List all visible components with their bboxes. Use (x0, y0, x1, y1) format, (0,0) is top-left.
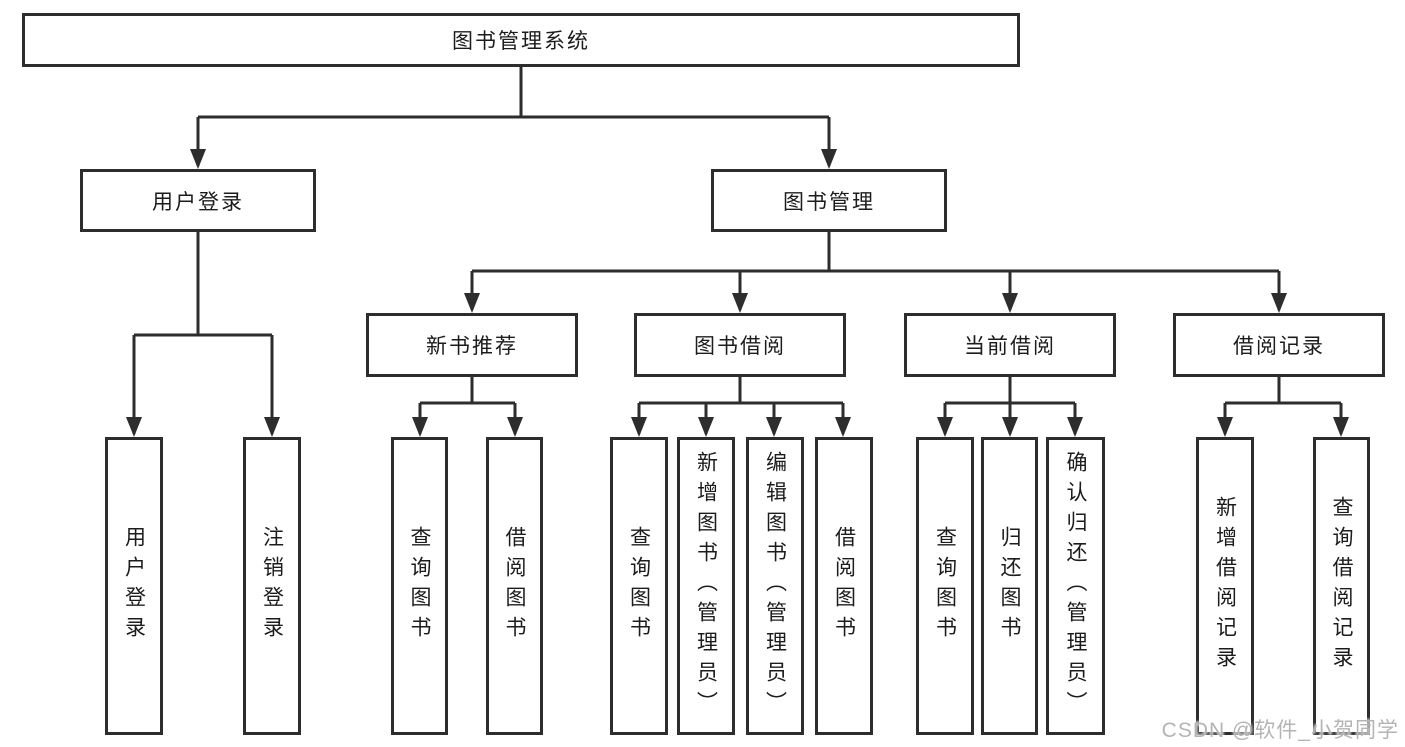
node-leaf-confirm-return-admin: 确认归还（管理员） (1046, 437, 1105, 735)
leaf-label: 确认归还（管理员） (1064, 451, 1087, 721)
leaf-label: 借阅图书 (832, 526, 856, 646)
csdn-watermark: CSDN @软件_小贺同学 (1161, 719, 1399, 742)
node-user-login: 用户登录 (80, 169, 316, 232)
leaf-label: 注销登录 (260, 526, 284, 646)
node-leaf-query-borrow-record: 查询借阅记录 (1313, 437, 1370, 735)
node-current-borrow: 当前借阅 (904, 313, 1116, 377)
node-leaf-borrow-books-recommend: 借阅图书 (486, 437, 543, 735)
node-book-management: 图书管理 (711, 169, 947, 232)
leaf-label: 查询图书 (627, 526, 651, 646)
leaf-label: 借阅图书 (503, 526, 526, 646)
node-leaf-query-books-current: 查询图书 (916, 437, 974, 735)
leaf-label: 用户登录 (122, 526, 146, 646)
node-leaf-borrow-books-borrow: 借阅图书 (815, 437, 873, 735)
leaf-label: 新增借阅记录 (1213, 496, 1237, 676)
node-leaf-query-books-recommend: 查询图书 (391, 437, 448, 735)
leaf-label: 查询图书 (408, 526, 431, 646)
leaf-label: 查询借阅记录 (1330, 496, 1353, 676)
leaf-label: 编辑图书（管理员） (763, 451, 787, 721)
node-leaf-add-book-admin: 新增图书（管理员） (677, 437, 735, 735)
node-library-management-system: 图书管理系统 (22, 13, 1020, 67)
node-leaf-logout: 注销登录 (243, 437, 301, 735)
node-book-borrow: 图书借阅 (634, 313, 846, 377)
leaf-label: 新增图书（管理员） (694, 451, 718, 721)
leaf-label: 查询图书 (933, 526, 957, 646)
node-leaf-add-borrow-record: 新增借阅记录 (1196, 437, 1254, 735)
node-leaf-edit-book-admin: 编辑图书（管理员） (746, 437, 804, 735)
node-leaf-user-login: 用户登录 (105, 437, 163, 735)
node-leaf-query-books-borrow: 查询图书 (610, 437, 668, 735)
node-borrow-records: 借阅记录 (1173, 313, 1385, 377)
node-new-book-recommend: 新书推荐 (366, 313, 578, 377)
node-leaf-return-book: 归还图书 (981, 437, 1038, 735)
leaf-label: 归还图书 (998, 526, 1021, 646)
